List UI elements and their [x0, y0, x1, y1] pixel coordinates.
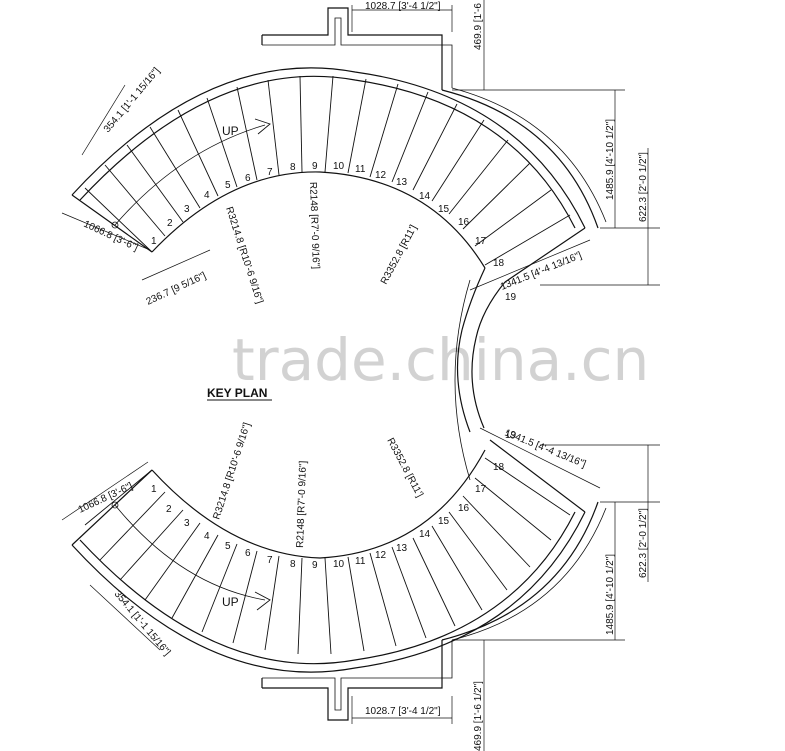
upper-step-5: 5 — [225, 180, 231, 191]
upper-step-18: 18 — [493, 258, 505, 269]
middle-landing — [454, 279, 485, 481]
lower-dim-right-top: 1341.5 [4'-4 13/16"] — [503, 428, 588, 471]
upper-step-12: 12 — [375, 170, 387, 181]
lower-walk-origin — [111, 501, 119, 509]
lower-outer-arc-2 — [79, 511, 576, 665]
upper-top-wall-inner — [262, 17, 453, 88]
upper-step-19: 19 — [505, 292, 517, 303]
upper-up-label: UP — [222, 124, 239, 138]
lower-right-wall — [441, 501, 599, 641]
lower-step-8: 8 — [290, 559, 296, 570]
upper-walk-line — [114, 124, 266, 226]
upper-step-14: 14 — [419, 191, 431, 202]
lower-step-5: 5 — [225, 541, 231, 552]
lower-dim-right-height: 1485.9 [4'-10 1/2"] — [605, 554, 616, 635]
watermark: trade.china.cn — [232, 326, 649, 394]
upper-step-numbers: 1 2 3 4 5 6 7 8 9 10 11 12 13 14 15 16 1… — [151, 161, 517, 303]
lower-dim-outer-arc: 354.1 [1'-1 15/16"] — [112, 589, 173, 658]
lower-step-6: 6 — [245, 548, 251, 559]
lower-step-3: 3 — [184, 518, 190, 529]
upper-dim-bottom-tread: 236.7 [9 5/16"] — [145, 270, 208, 307]
upper-dim-center-radius: R2148 [R7'-0 9/16"] — [307, 182, 321, 270]
lower-dim-outer-radius: R3352.8 [R11'] — [384, 436, 425, 499]
upper-dim-top-depth: 469.9 [1'-6 — [473, 3, 484, 50]
lower-step-10: 10 — [333, 559, 345, 570]
upper-dimension-lines — [61, 0, 660, 291]
upper-stair — [71, 7, 607, 339]
upper-step-17: 17 — [475, 236, 487, 247]
lower-dim-bottom-depth: 469.9 [1'-6 1/2"] — [473, 681, 484, 751]
upper-step-13: 13 — [396, 177, 408, 188]
lower-bottom-wall-inner — [262, 640, 453, 711]
upper-landing-inner — [461, 267, 486, 331]
upper-outer-arc — [71, 67, 586, 229]
lower-step-19: 19 — [505, 430, 517, 441]
lower-bottom-wall — [262, 640, 443, 721]
upper-step-11: 11 — [355, 164, 366, 175]
lower-dimension-lines — [61, 427, 660, 751]
upper-step-7: 7 — [267, 167, 273, 178]
upper-dim-right-height: 1485.9 [4'-10 1/2"] — [605, 119, 616, 200]
upper-dim-inner-radius: R3214.8 [R10'-6 9/16"] — [223, 206, 265, 306]
lower-start-edge — [71, 469, 153, 546]
upper-walk-origin — [111, 221, 119, 229]
lower-step-13: 13 — [396, 543, 408, 554]
lower-step-2: 2 — [166, 504, 172, 515]
upper-dim-outer-arc: 354.1 [1'-1 15/16"] — [102, 66, 163, 135]
lower-step-18: 18 — [493, 462, 505, 473]
lower-inner-arc — [151, 449, 486, 559]
upper-dim-right-bottom: 1341.5 [4'-4 13/16"] — [499, 250, 584, 293]
upper-step-2: 2 — [167, 218, 173, 229]
upper-outer-arc-2 — [79, 75, 576, 229]
lower-step-4: 4 — [204, 531, 210, 542]
upper-step-1: 1 — [151, 236, 157, 247]
key-plan-title: KEY PLAN — [207, 386, 267, 400]
upper-dim-top-width: 1028.7 [3'-4 1/2"] — [365, 1, 441, 12]
lower-dim-inner-radius: R3214.8 [R10'-6 9/16"] — [211, 421, 253, 521]
upper-landing-outer — [475, 281, 506, 339]
upper-step-10: 10 — [333, 161, 345, 172]
upper-top-wall — [262, 7, 443, 90]
lower-stair — [71, 439, 607, 721]
lower-dim-bottom-width: 1028.7 [3'-4 1/2"] — [365, 706, 441, 717]
upper-step-4: 4 — [204, 190, 210, 201]
lower-step-16: 16 — [458, 503, 470, 514]
lower-treads — [84, 457, 571, 655]
lower-step-15: 15 — [438, 516, 450, 527]
upper-treads — [84, 75, 571, 266]
upper-step-15: 15 — [438, 204, 450, 215]
upper-right-wall — [441, 89, 599, 229]
upper-up-arrow-icon — [254, 118, 271, 135]
lower-step-12: 12 — [375, 550, 387, 561]
lower-end-edge — [489, 439, 586, 513]
lower-step-numbers: 1 2 3 4 5 6 7 8 9 10 11 12 13 14 15 16 1… — [151, 430, 517, 571]
lower-dim-center-radius: R2148 [R7'-0 9/16"] — [295, 460, 309, 548]
lower-step-1: 1 — [151, 484, 157, 495]
lower-step-14: 14 — [419, 529, 431, 540]
lower-dim-left-width: 1066.8 [3'-6"] — [77, 481, 135, 516]
upper-step-9: 9 — [312, 161, 318, 172]
upper-right-wall-2 — [451, 87, 607, 223]
upper-step-3: 3 — [184, 204, 190, 215]
upper-inner-arc — [151, 171, 486, 269]
lower-step-17: 17 — [475, 484, 487, 495]
lower-dim-right-small: 622.3 [2'-0 1/2"] — [638, 508, 649, 578]
upper-step-16: 16 — [458, 217, 470, 228]
upper-dim-left-width: 1066.8 [3'-6"] — [82, 219, 140, 254]
upper-dim-right-small: 622.3 [2'-0 1/2"] — [638, 152, 649, 222]
lower-dimension-texts: 1028.7 [3'-4 1/2"] 469.9 [1'-6 1/2"] 106… — [77, 421, 649, 751]
lower-step-9: 9 — [312, 560, 318, 571]
upper-end-edge — [504, 227, 586, 283]
lower-up-arrow-icon — [254, 591, 271, 611]
upper-step-6: 6 — [245, 173, 251, 184]
lower-up-label: UP — [222, 595, 239, 609]
lower-walk-line — [114, 504, 266, 601]
upper-dim-outer-radius: R3352.8 [R11'] — [379, 223, 420, 286]
lower-step-11: 11 — [355, 556, 366, 567]
lower-step-7: 7 — [267, 555, 273, 566]
lower-right-wall-2 — [451, 507, 607, 641]
upper-step-8: 8 — [290, 162, 296, 173]
lower-outer-arc — [71, 511, 586, 673]
